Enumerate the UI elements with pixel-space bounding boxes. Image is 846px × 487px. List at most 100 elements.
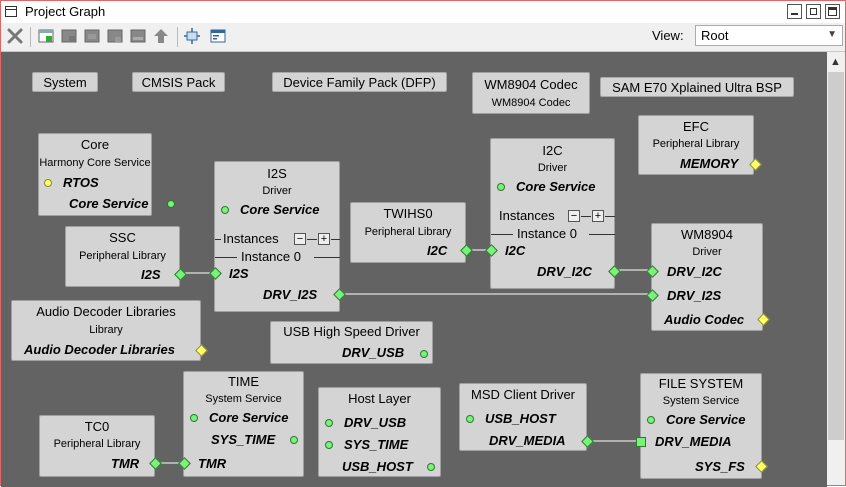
fit-view-icon[interactable] <box>183 27 201 45</box>
instance-0-row[interactable]: Instance 0 <box>215 249 340 265</box>
port-rtos: RTOS <box>63 175 99 190</box>
node-i2c[interactable]: I2C Driver Core Service Instances − + In… <box>485 138 621 289</box>
node-ssc[interactable]: SSC Peripheral Library I2S <box>65 226 187 287</box>
node-twihs0[interactable]: TWIHS0 Peripheral Library I2C <box>350 202 473 263</box>
node-time[interactable]: TIME System Service Core Service SYS_TIM… <box>178 371 304 477</box>
node-msd-client-driver[interactable]: MSD Client Driver USB_HOST DRV_MEDIA <box>459 383 594 451</box>
capability-port-icon[interactable] <box>44 179 52 187</box>
group-bsp[interactable]: SAM E70 Xplained Ultra BSP <box>600 77 794 97</box>
node-title: SSC <box>109 230 136 245</box>
node-subtitle: Peripheral Library <box>53 438 141 450</box>
node-audio-decoder-libraries[interactable]: Audio Decoder Libraries Library Audio De… <box>11 300 208 361</box>
add-instance-button[interactable]: + <box>592 210 604 222</box>
connector-port-icon[interactable] <box>325 441 333 449</box>
port-drv-media: DRV_MEDIA <box>489 433 566 448</box>
port-drv-i2s: DRV_I2S <box>263 287 318 302</box>
ungroup-icon[interactable] <box>106 27 124 45</box>
node-title: WM8904 Codec <box>484 77 578 92</box>
connector-port-icon[interactable] <box>427 463 435 471</box>
maximize-icon <box>828 7 837 16</box>
node-host-layer[interactable]: Host Layer DRV_USB SYS_TIME USB_HOST <box>318 387 441 477</box>
view-label: View: <box>652 28 684 43</box>
instance-label: Instance 0 <box>517 226 577 241</box>
group-cmsis-pack[interactable]: CMSIS Pack <box>132 72 225 92</box>
instance-label: Instance 0 <box>241 249 301 264</box>
port-tmr: TMR <box>111 456 140 471</box>
node-subtitle: Peripheral Library <box>652 138 740 150</box>
node-wm8904-codec[interactable]: WM8904 Codec WM8904 Codec <box>472 72 590 114</box>
node-usb-high-speed-driver[interactable]: USB High Speed Driver DRV_USB <box>270 321 433 364</box>
node-wm8904[interactable]: WM8904 Driver DRV_I2C DRV_I2S Audio Code… <box>646 223 770 331</box>
add-instance-button[interactable]: + <box>318 233 330 245</box>
connector-port-icon[interactable] <box>497 183 505 191</box>
port-usb-host: USB_HOST <box>342 459 413 474</box>
window-icon[interactable] <box>209 27 227 45</box>
remove-instance-button[interactable]: − <box>568 210 580 222</box>
connector-port-icon[interactable] <box>420 350 428 358</box>
port-i2s: I2S <box>141 267 161 282</box>
node-subtitle: Peripheral Library <box>364 226 452 238</box>
node-title: TIME <box>227 374 260 389</box>
remove-instance-button[interactable]: − <box>294 233 306 245</box>
minimize-icon <box>791 13 798 15</box>
node-file-system[interactable]: FILE SYSTEM System Service Core Service … <box>636 373 768 479</box>
instances-label: Instances <box>223 231 279 246</box>
port-audio-decoder-libraries: Audio Decoder Libraries <box>24 342 175 357</box>
port-drv-media: DRV_MEDIA <box>655 434 732 449</box>
node-title: USB High Speed Driver <box>283 324 420 339</box>
node-tc0[interactable]: TC0 Peripheral Library TMR <box>39 415 162 477</box>
port-core-service: Core Service <box>209 410 289 425</box>
connector-port-icon[interactable] <box>325 419 333 427</box>
float-button[interactable] <box>806 4 821 19</box>
node-subtitle: System Service <box>205 393 282 405</box>
group-icon[interactable] <box>83 27 101 45</box>
node-subtitle: System Service <box>662 395 740 407</box>
vertical-scrollbar[interactable]: ▲ <box>827 52 845 485</box>
node-i2s[interactable]: I2S Driver Core Service Instances − + In… <box>209 161 346 312</box>
port-core-service: Core Service <box>240 202 320 217</box>
toolbar-separator <box>177 27 178 47</box>
port-core-service: Core Service <box>666 412 746 427</box>
node-core[interactable]: Core Harmony Core Service RTOS Core Serv… <box>38 133 175 216</box>
connector-port-icon[interactable] <box>221 206 229 214</box>
collapse-icon[interactable] <box>129 27 147 45</box>
connector-port-icon[interactable] <box>167 200 175 208</box>
connector-port-icon[interactable] <box>636 437 646 447</box>
graph-toolbar: View: Root ▼ <box>1 23 845 52</box>
node-efc[interactable]: EFC Peripheral Library MEMORY <box>638 115 762 175</box>
maximize-button[interactable] <box>825 4 840 19</box>
connector-port-icon[interactable] <box>290 436 298 444</box>
minimize-button[interactable] <box>787 4 802 19</box>
instances-label: Instances <box>499 208 555 223</box>
close-icon[interactable] <box>6 27 24 45</box>
node-subtitle: Harmony Core Service <box>39 157 151 169</box>
group-system[interactable]: System <box>32 72 98 92</box>
connector-port-icon[interactable] <box>466 415 474 423</box>
node-subtitle: Peripheral Library <box>79 250 166 262</box>
connector-port-icon[interactable] <box>647 416 655 424</box>
remove-component-icon[interactable] <box>60 27 78 45</box>
add-component-icon[interactable] <box>37 27 55 45</box>
window-title: Project Graph <box>25 4 106 19</box>
instances-row: Instances − + <box>491 208 615 224</box>
port-drv-usb: DRV_USB <box>344 415 407 430</box>
graph-canvas[interactable]: System CMSIS Pack Device Family Pack (DF… <box>1 52 827 487</box>
node-title: FILE SYSTEM <box>658 376 744 391</box>
group-dfp[interactable]: Device Family Pack (DFP) <box>272 72 447 92</box>
node-title: Core <box>80 137 110 152</box>
node-title: WM8904 <box>680 227 734 242</box>
move-up-icon[interactable] <box>152 27 170 45</box>
port-sys-time: SYS_TIME <box>344 437 409 452</box>
port-tmr: TMR <box>198 456 227 471</box>
port-usb-host: USB_HOST <box>485 411 556 426</box>
window-icon <box>5 6 17 17</box>
scroll-up-icon[interactable]: ▲ <box>830 56 841 68</box>
node-title: Audio Decoder Libraries <box>36 304 176 319</box>
chevron-down-icon: ▼ <box>827 29 837 40</box>
port-sys-time: SYS_TIME <box>211 432 276 447</box>
connector-port-icon[interactable] <box>190 414 198 422</box>
view-select[interactable]: Root ▼ <box>695 25 843 46</box>
scrollbar-thumb[interactable] <box>828 72 844 440</box>
port-memory: MEMORY <box>680 156 739 171</box>
instance-0-row[interactable]: Instance 0 <box>491 226 615 242</box>
